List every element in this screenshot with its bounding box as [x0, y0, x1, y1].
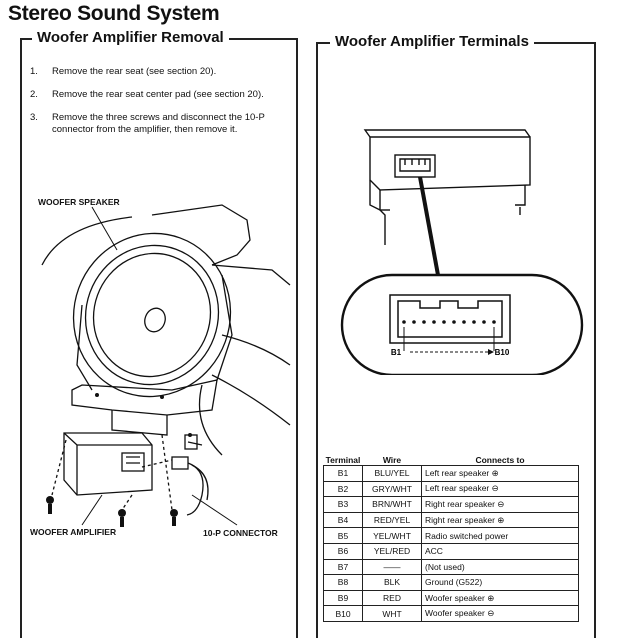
left-panel-left-border	[20, 38, 22, 638]
step-item: 3. Remove the three screws and disconnect…	[30, 112, 292, 136]
connects-cell: Right rear speaker ⊕	[421, 511, 579, 529]
connects-cell: ACC	[421, 542, 579, 560]
connects-cell: Left rear speaker ⊖	[421, 480, 579, 498]
terminal-cell: B1	[323, 465, 363, 482]
connects-to-column-header: Connects to	[475, 454, 525, 465]
wire-cell: BLK	[362, 574, 422, 591]
wire-cell: RED	[362, 589, 422, 607]
terminal-cell: B6	[323, 542, 363, 560]
woofer-speaker-label: WOOFER SPEAKER	[38, 197, 120, 207]
step-number: 2.	[30, 89, 38, 100]
terminal-cell: B8	[323, 574, 363, 591]
step-number: 1.	[30, 66, 38, 77]
right-panel-left-border	[316, 42, 318, 638]
left-panel-right-border	[296, 38, 298, 638]
wire-cell: YEL/RED	[362, 542, 422, 560]
right-section-heading: Woofer Amplifier Terminals	[330, 33, 534, 50]
removal-steps: 1. Remove the rear seat (see section 20).…	[30, 66, 292, 147]
connector-label: 10-P CONNECTOR	[203, 528, 278, 538]
terminal-cell: B9	[323, 589, 363, 607]
connects-cell: Woofer speaker ⊕	[421, 589, 579, 607]
terminal-column-header: Terminal	[325, 454, 361, 465]
wire-cell: BRN/WHT	[362, 496, 422, 513]
left-section-heading: Woofer Amplifier Removal	[32, 29, 229, 46]
wire-cell: ——	[362, 558, 422, 576]
wire-cell: RED/YEL	[362, 511, 422, 529]
wire-cell: YEL/WHT	[362, 527, 422, 544]
connects-cell: Ground (G522)	[421, 574, 579, 591]
terminal-cell: B5	[323, 527, 363, 544]
pin-b10-label: B10	[495, 348, 510, 357]
woofer-amplifier-label: WOOFER AMPLIFIER	[30, 527, 117, 537]
amplifier-connector-illustration: B1 B10	[340, 129, 584, 375]
terminal-cell: B2	[323, 480, 363, 498]
connects-cell: Right rear speaker ⊖	[421, 496, 579, 513]
table-row: B7——(Not used)	[323, 558, 579, 576]
terminal-cell: B3	[323, 496, 363, 513]
terminal-cell: B10	[323, 605, 363, 622]
pin-b1-label: B1	[391, 348, 402, 357]
page-title: Stereo Sound System	[8, 2, 220, 25]
right-panel-right-border	[594, 42, 596, 638]
wire-column-header: Wire	[382, 454, 402, 465]
table-header-row: Terminal Wire Connects to	[324, 454, 579, 466]
woofer-removal-illustration	[41, 204, 291, 527]
connects-cell: Radio switched power	[421, 527, 579, 544]
connects-cell: Left rear speaker ⊕	[421, 465, 579, 482]
wire-cell: WHT	[362, 605, 422, 622]
connects-cell: Woofer speaker ⊖	[421, 605, 579, 622]
step-item: 1. Remove the rear seat (see section 20).	[30, 66, 292, 78]
terminal-cell: B4	[323, 511, 363, 529]
step-text: Remove the rear seat center pad (see sec…	[52, 89, 264, 100]
connects-cell: (Not used)	[421, 558, 579, 576]
step-text: Remove the three screws and disconnect t…	[52, 112, 265, 135]
step-number: 3.	[30, 112, 38, 123]
terminal-cell: B7	[323, 558, 363, 576]
step-text: Remove the rear seat (see section 20).	[52, 66, 217, 77]
wire-cell: GRY/WHT	[362, 480, 422, 498]
step-item: 2. Remove the rear seat center pad (see s…	[30, 89, 292, 101]
wire-cell: BLU/YEL	[362, 465, 422, 482]
